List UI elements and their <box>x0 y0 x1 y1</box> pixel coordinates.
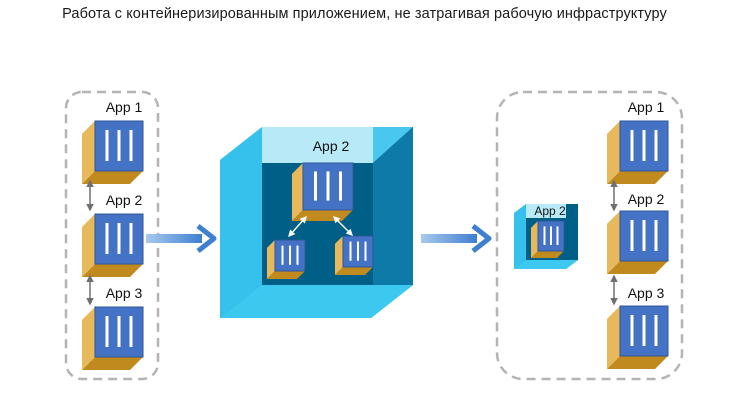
left-app-3 <box>82 306 144 370</box>
left-app-label-3: App 3 <box>106 285 143 301</box>
diagram-title: Работа с контейнеризированным приложение… <box>62 6 667 22</box>
right-app-1 <box>607 120 669 184</box>
container-app-replica-2-side <box>335 236 343 275</box>
container-app-main-side <box>292 163 303 221</box>
left-app-3-side <box>82 307 95 370</box>
right-app-2-side <box>607 211 620 274</box>
right-app-3 <box>607 305 669 369</box>
container-app-replica-1-stripe <box>296 245 299 265</box>
right-app-1-stripe <box>654 130 658 161</box>
right-app-1-side <box>607 121 620 184</box>
container-app-replica-2-stripe <box>349 241 352 261</box>
right-app-label-3: App 3 <box>628 285 665 301</box>
left-app-2-side <box>82 214 95 277</box>
right-app-3-stripe <box>654 315 658 346</box>
right-app-3-stripe <box>630 315 634 346</box>
right-group-frame <box>495 90 684 381</box>
left-app-label-2: App 2 <box>106 192 143 208</box>
small-container-app-cube-bottom <box>531 251 564 258</box>
container-app-replica-2-bottom <box>335 267 373 275</box>
container-app-main-stripe <box>339 171 342 201</box>
small-container-app-cube-stripe <box>543 226 546 245</box>
right-app-1-stripe <box>642 130 646 161</box>
right-app-1-stripe <box>630 130 634 161</box>
container-app-replica-1-bottom <box>267 271 305 279</box>
flow-arrow-left <box>146 224 217 253</box>
small-container-app-cube-face <box>537 220 565 252</box>
left-app-2-bottom <box>82 264 143 277</box>
right-app-2-bottom <box>607 261 668 274</box>
container-app-main-stripe <box>326 171 330 201</box>
container-app-replica-2-stripe <box>364 241 367 261</box>
left-app-1-bottom <box>82 171 143 184</box>
small-container-app-label: App 2 <box>534 204 566 218</box>
container-app-replica-1-side <box>267 240 275 279</box>
replica-link-1 <box>288 215 307 238</box>
left-app-1-stripe <box>117 130 121 161</box>
small-container-app-cube-side <box>531 221 538 258</box>
container-app-replica-2 <box>335 235 374 275</box>
right-app-1-face <box>619 120 669 172</box>
right-app-1-bottom <box>607 171 668 184</box>
left-app-2 <box>82 213 144 277</box>
container-app-label: App 2 <box>313 138 350 154</box>
right-app-label-1: App 1 <box>628 99 665 115</box>
left-app-3-stripe <box>129 316 133 347</box>
connectors <box>86 179 618 306</box>
left-app-1-stripe <box>129 130 133 161</box>
right-app-2-stripe <box>642 220 646 251</box>
left-apps: App 1 App 2 App 3 <box>82 99 144 370</box>
right-app-2-stripe <box>630 220 634 251</box>
container-app-replica-1-stripe <box>289 245 291 265</box>
left-app-3-stripe <box>105 316 109 347</box>
right-app-label-2: App 2 <box>628 191 665 207</box>
container-apps <box>267 162 374 279</box>
left-app-1 <box>82 120 144 184</box>
container-app-main-stripe <box>314 171 317 201</box>
container-app-replica-2-stripe <box>357 241 359 261</box>
right-app-2-stripe <box>654 220 658 251</box>
flow-arrow-right <box>421 224 492 253</box>
container-app-replica-1-stripe <box>281 245 284 265</box>
left-app-label-1: App 1 <box>106 99 143 115</box>
left-app-2-stripe <box>117 223 121 254</box>
right-app-2 <box>607 210 669 274</box>
small-container-app <box>531 220 565 258</box>
left-app-1-side <box>82 121 95 184</box>
left-app-1-stripe <box>105 130 109 161</box>
container-app-main <box>292 162 354 221</box>
container-box <box>220 127 413 318</box>
right-app-2-face <box>619 210 669 262</box>
container-app-replica-1 <box>267 239 306 279</box>
small-container-app-cube <box>531 220 565 258</box>
right-apps: App 1 App 2 App 3 <box>607 99 669 369</box>
right-app-3-side <box>607 306 620 369</box>
left-app-3-stripe <box>117 316 121 347</box>
right-app-3-bottom <box>607 356 668 369</box>
left-app-2-stripe <box>105 223 109 254</box>
right-app-3-stripe <box>642 315 646 346</box>
small-container-app-cube-stripe <box>556 226 559 245</box>
left-app-3-bottom <box>82 357 143 370</box>
left-app-2-stripe <box>129 223 133 254</box>
small-container-app-cube-stripe <box>550 226 552 245</box>
replica-link-2 <box>333 216 353 236</box>
